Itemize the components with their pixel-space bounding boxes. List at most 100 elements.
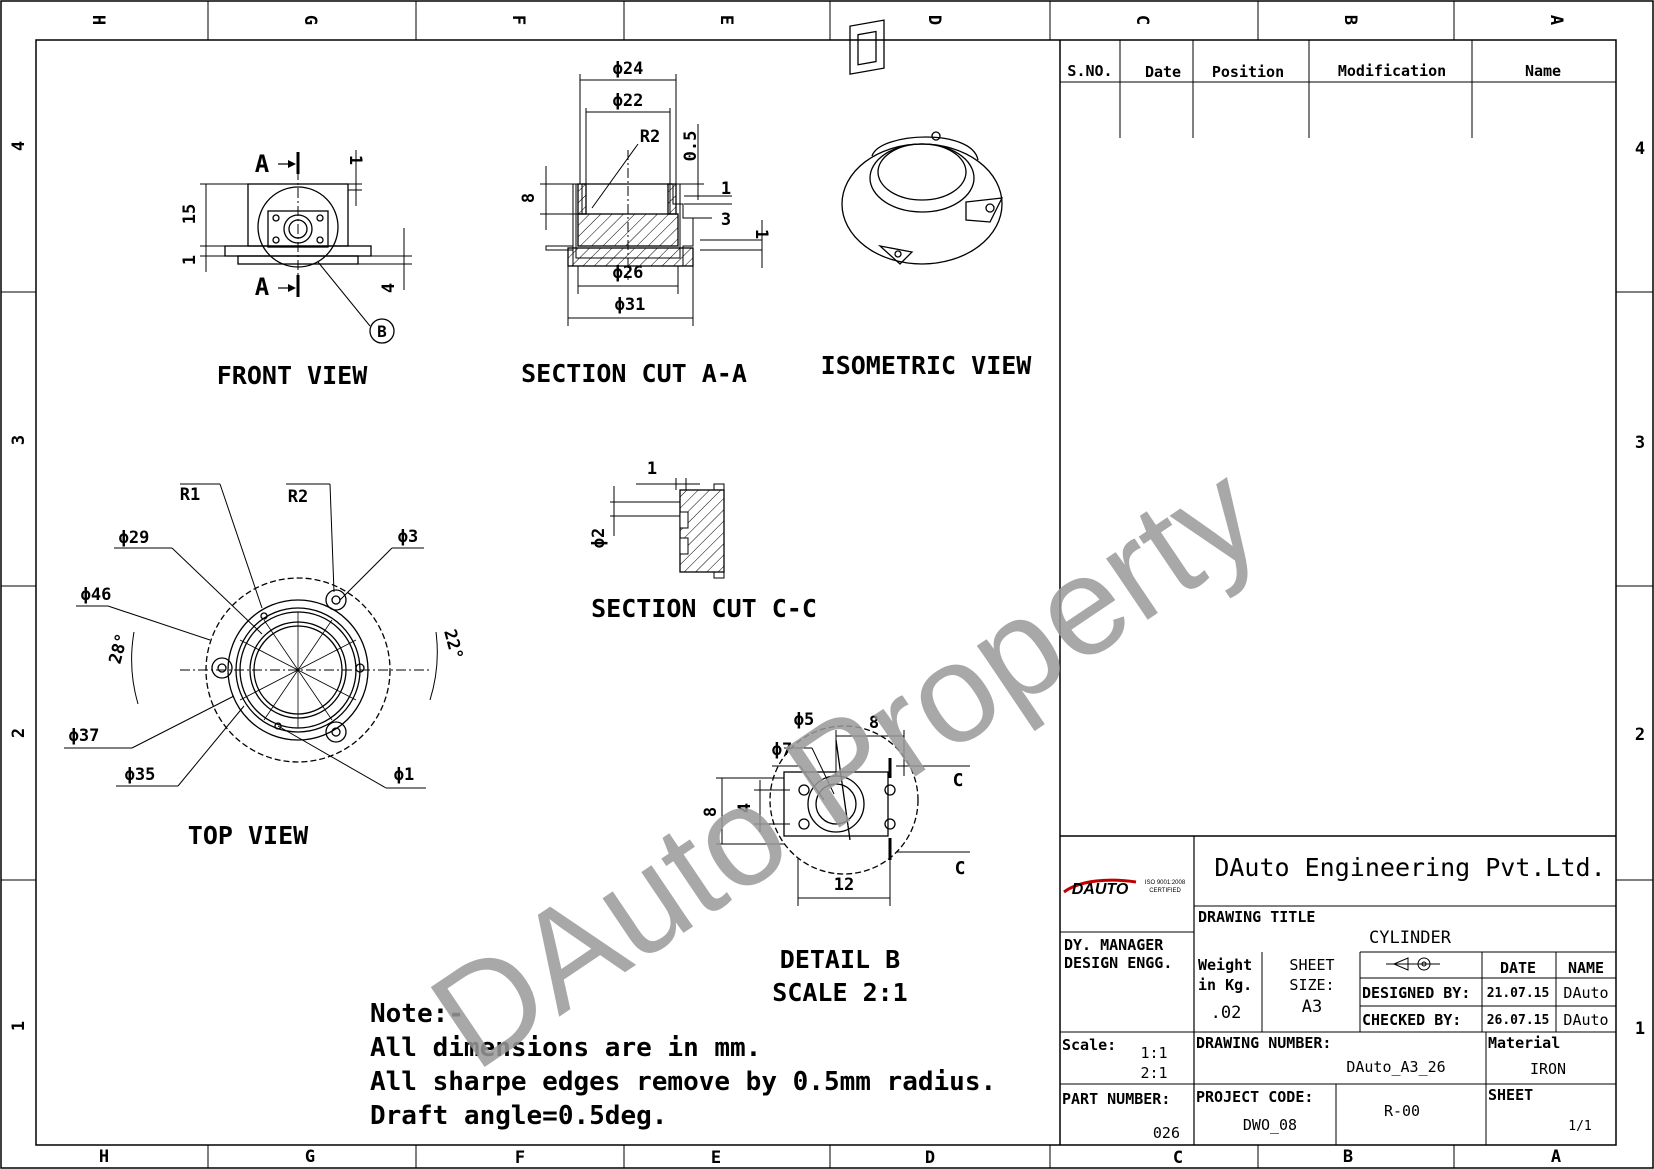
- zone-label-f-bottom: F: [515, 1148, 525, 1168]
- revision-table: S.NO. Date Position Modification Name: [1059, 40, 1616, 1145]
- project-code-value: DWO_08: [1243, 1116, 1297, 1134]
- section-aa-title: SECTION CUT A-A: [521, 359, 747, 388]
- detail-dim-8-left: 8: [701, 807, 721, 817]
- detail-b-callout-label: B: [377, 322, 387, 341]
- section-cc-title: SECTION CUT C-C: [591, 594, 817, 623]
- notes-line-3: Draft angle=0.5deg.: [370, 1101, 667, 1131]
- zone-label-3-right: 3: [1635, 433, 1645, 453]
- zone-label-3-left: 3: [9, 435, 29, 445]
- zone-label-b-bottom: B: [1343, 1147, 1353, 1167]
- section-cc-view: 1 ϕ2 SECTION CUT C-C: [589, 459, 817, 623]
- front-view-title: FRONT VIEW: [217, 361, 368, 390]
- left-zone-labels: 4 3 2 1: [9, 141, 29, 1031]
- zone-label-g-bottom: G: [305, 1147, 315, 1167]
- checked-date: 26.07.15: [1487, 1013, 1550, 1028]
- design-engg-label: DESIGN ENGG.: [1064, 954, 1172, 972]
- zone-label-h-top: H: [88, 15, 108, 25]
- top-dim-d29: ϕ29: [119, 528, 150, 548]
- logo-text: DAUTO: [1072, 881, 1129, 898]
- aa-dim-8: 8: [519, 193, 539, 203]
- zone-label-d-top: D: [924, 15, 944, 25]
- aa-dim-0-5: 0.5: [681, 131, 701, 162]
- zone-label-a-bottom: A: [1551, 1147, 1561, 1167]
- designed-by-label: DESIGNED BY:: [1362, 984, 1470, 1002]
- material-label: Material: [1488, 1034, 1560, 1052]
- zone-label-f-top: F: [508, 15, 528, 25]
- date-header: DATE: [1500, 959, 1536, 977]
- detail-b-view: ϕ5 8 ϕ7 8 4 12 C C DETAIL B SCALE 2:1: [701, 710, 970, 1007]
- top-zone-labels: H G F E D C B A: [88, 15, 1566, 25]
- aa-dim-r2: R2: [640, 127, 660, 147]
- cc-dim-d2: ϕ2: [589, 528, 609, 548]
- drawing-number-label: DRAWING NUMBER:: [1196, 1034, 1331, 1052]
- zone-label-g-top: G: [300, 15, 320, 25]
- front-view: A A 15 1 1 4 B FRONT VIEW: [180, 150, 412, 390]
- revision-value: R-00: [1384, 1102, 1420, 1120]
- title-block: DAUTO ISO 9001:2008 CERTIFIED DAuto Engi…: [1060, 835, 1616, 1145]
- aa-dim-1-lower: 1: [751, 229, 771, 239]
- detail-b-scale: SCALE 2:1: [772, 978, 907, 1007]
- zone-label-h-bottom: H: [99, 1147, 109, 1167]
- right-zone-labels: 4 3 2 1: [1635, 139, 1645, 1039]
- part-number-label: PART NUMBER:: [1062, 1090, 1170, 1108]
- sheet-label: SHEET: [1488, 1086, 1533, 1104]
- front-dim-1-left: 1: [180, 255, 200, 265]
- detail-b-title: DETAIL B: [780, 945, 900, 974]
- notes-line-2: All sharpe edges remove by 0.5mm radius.: [370, 1067, 996, 1097]
- zone-label-e-top: E: [716, 15, 736, 25]
- sheet-size-value: A3: [1302, 997, 1322, 1017]
- detail-section-label-top: C: [953, 770, 964, 791]
- aa-dim-d31: ϕ31: [615, 295, 646, 315]
- cc-dim-1: 1: [647, 459, 657, 479]
- top-view-title: TOP VIEW: [188, 821, 309, 850]
- zone-label-4-left: 4: [9, 141, 29, 151]
- zone-label-2-left: 2: [9, 728, 29, 738]
- dauto-logo-icon: DAUTO ISO 9001:2008 CERTIFIED: [1063, 878, 1186, 898]
- zone-label-4-right: 4: [1635, 139, 1645, 159]
- part-number-value: 026: [1153, 1124, 1180, 1142]
- aa-dim-d24: ϕ24: [613, 59, 644, 79]
- detail-b-callout: [369, 318, 395, 344]
- top-dim-d35: ϕ35: [125, 765, 156, 785]
- drawing-number-value: DAuto_A3_26: [1346, 1058, 1445, 1076]
- drawing-title-label: DRAWING TITLE: [1198, 908, 1315, 926]
- zone-label-a-top: A: [1546, 15, 1566, 25]
- top-dim-r1: R1: [180, 485, 200, 505]
- isometric-view-title: ISOMETRIC VIEW: [821, 351, 1033, 380]
- aa-dim-d26: ϕ26: [613, 263, 644, 283]
- notes-heading: Note:-: [370, 999, 464, 1029]
- top-view: R1 R2 ϕ29 ϕ3 ϕ46 28° 22° ϕ37 ϕ35 ϕ1 TOP …: [64, 483, 466, 850]
- top-dim-r2: R2: [288, 487, 308, 507]
- front-dim-1-top: 1: [345, 155, 365, 165]
- certified-text: CERTIFIED: [1149, 888, 1181, 894]
- weight-label-1: Weight: [1198, 956, 1252, 974]
- rev-header-date: Date: [1145, 63, 1181, 81]
- isometric-view: [841, 19, 1004, 265]
- front-section-label-top: A: [255, 150, 270, 178]
- detail-dim-d5: ϕ5: [794, 710, 814, 730]
- aa-dim-d22: ϕ22: [613, 91, 644, 111]
- zone-label-1-left: 1: [9, 1021, 29, 1031]
- scale-value-2: 2:1: [1140, 1064, 1167, 1082]
- detail-section-label-bottom: C: [955, 858, 966, 879]
- sheet-value: 1/1: [1568, 1119, 1591, 1134]
- weight-label-2: in Kg.: [1198, 976, 1252, 994]
- zone-label-1-right: 1: [1635, 1019, 1645, 1039]
- zone-label-e-bottom: E: [711, 1148, 721, 1168]
- checked-name: DAuto: [1563, 1011, 1608, 1029]
- aa-dim-1-upper: 1: [721, 179, 731, 199]
- rev-header-modification: Modification: [1338, 62, 1446, 80]
- top-dim-d46: ϕ46: [81, 585, 112, 605]
- section-aa-view: ϕ24 ϕ22 R2 0.5 8 1 3 1 ϕ26 ϕ31 SECTION C…: [519, 59, 771, 388]
- company-name: DAuto Engineering Pvt.Ltd.: [1214, 853, 1605, 882]
- front-section-label-bottom: A: [255, 273, 270, 301]
- iso-text: ISO 9001:2008: [1145, 880, 1186, 886]
- rev-header-sno: S.NO.: [1067, 62, 1112, 80]
- material-value: IRON: [1530, 1060, 1566, 1078]
- sheet-size-label-2: SIZE:: [1289, 976, 1334, 994]
- drawing-title-value: CYLINDER: [1369, 928, 1452, 948]
- detail-dim-8-top: 8: [869, 713, 879, 733]
- zone-label-b-top: B: [1340, 15, 1360, 25]
- bottom-zone-labels: H G F E D C B A: [99, 1147, 1561, 1168]
